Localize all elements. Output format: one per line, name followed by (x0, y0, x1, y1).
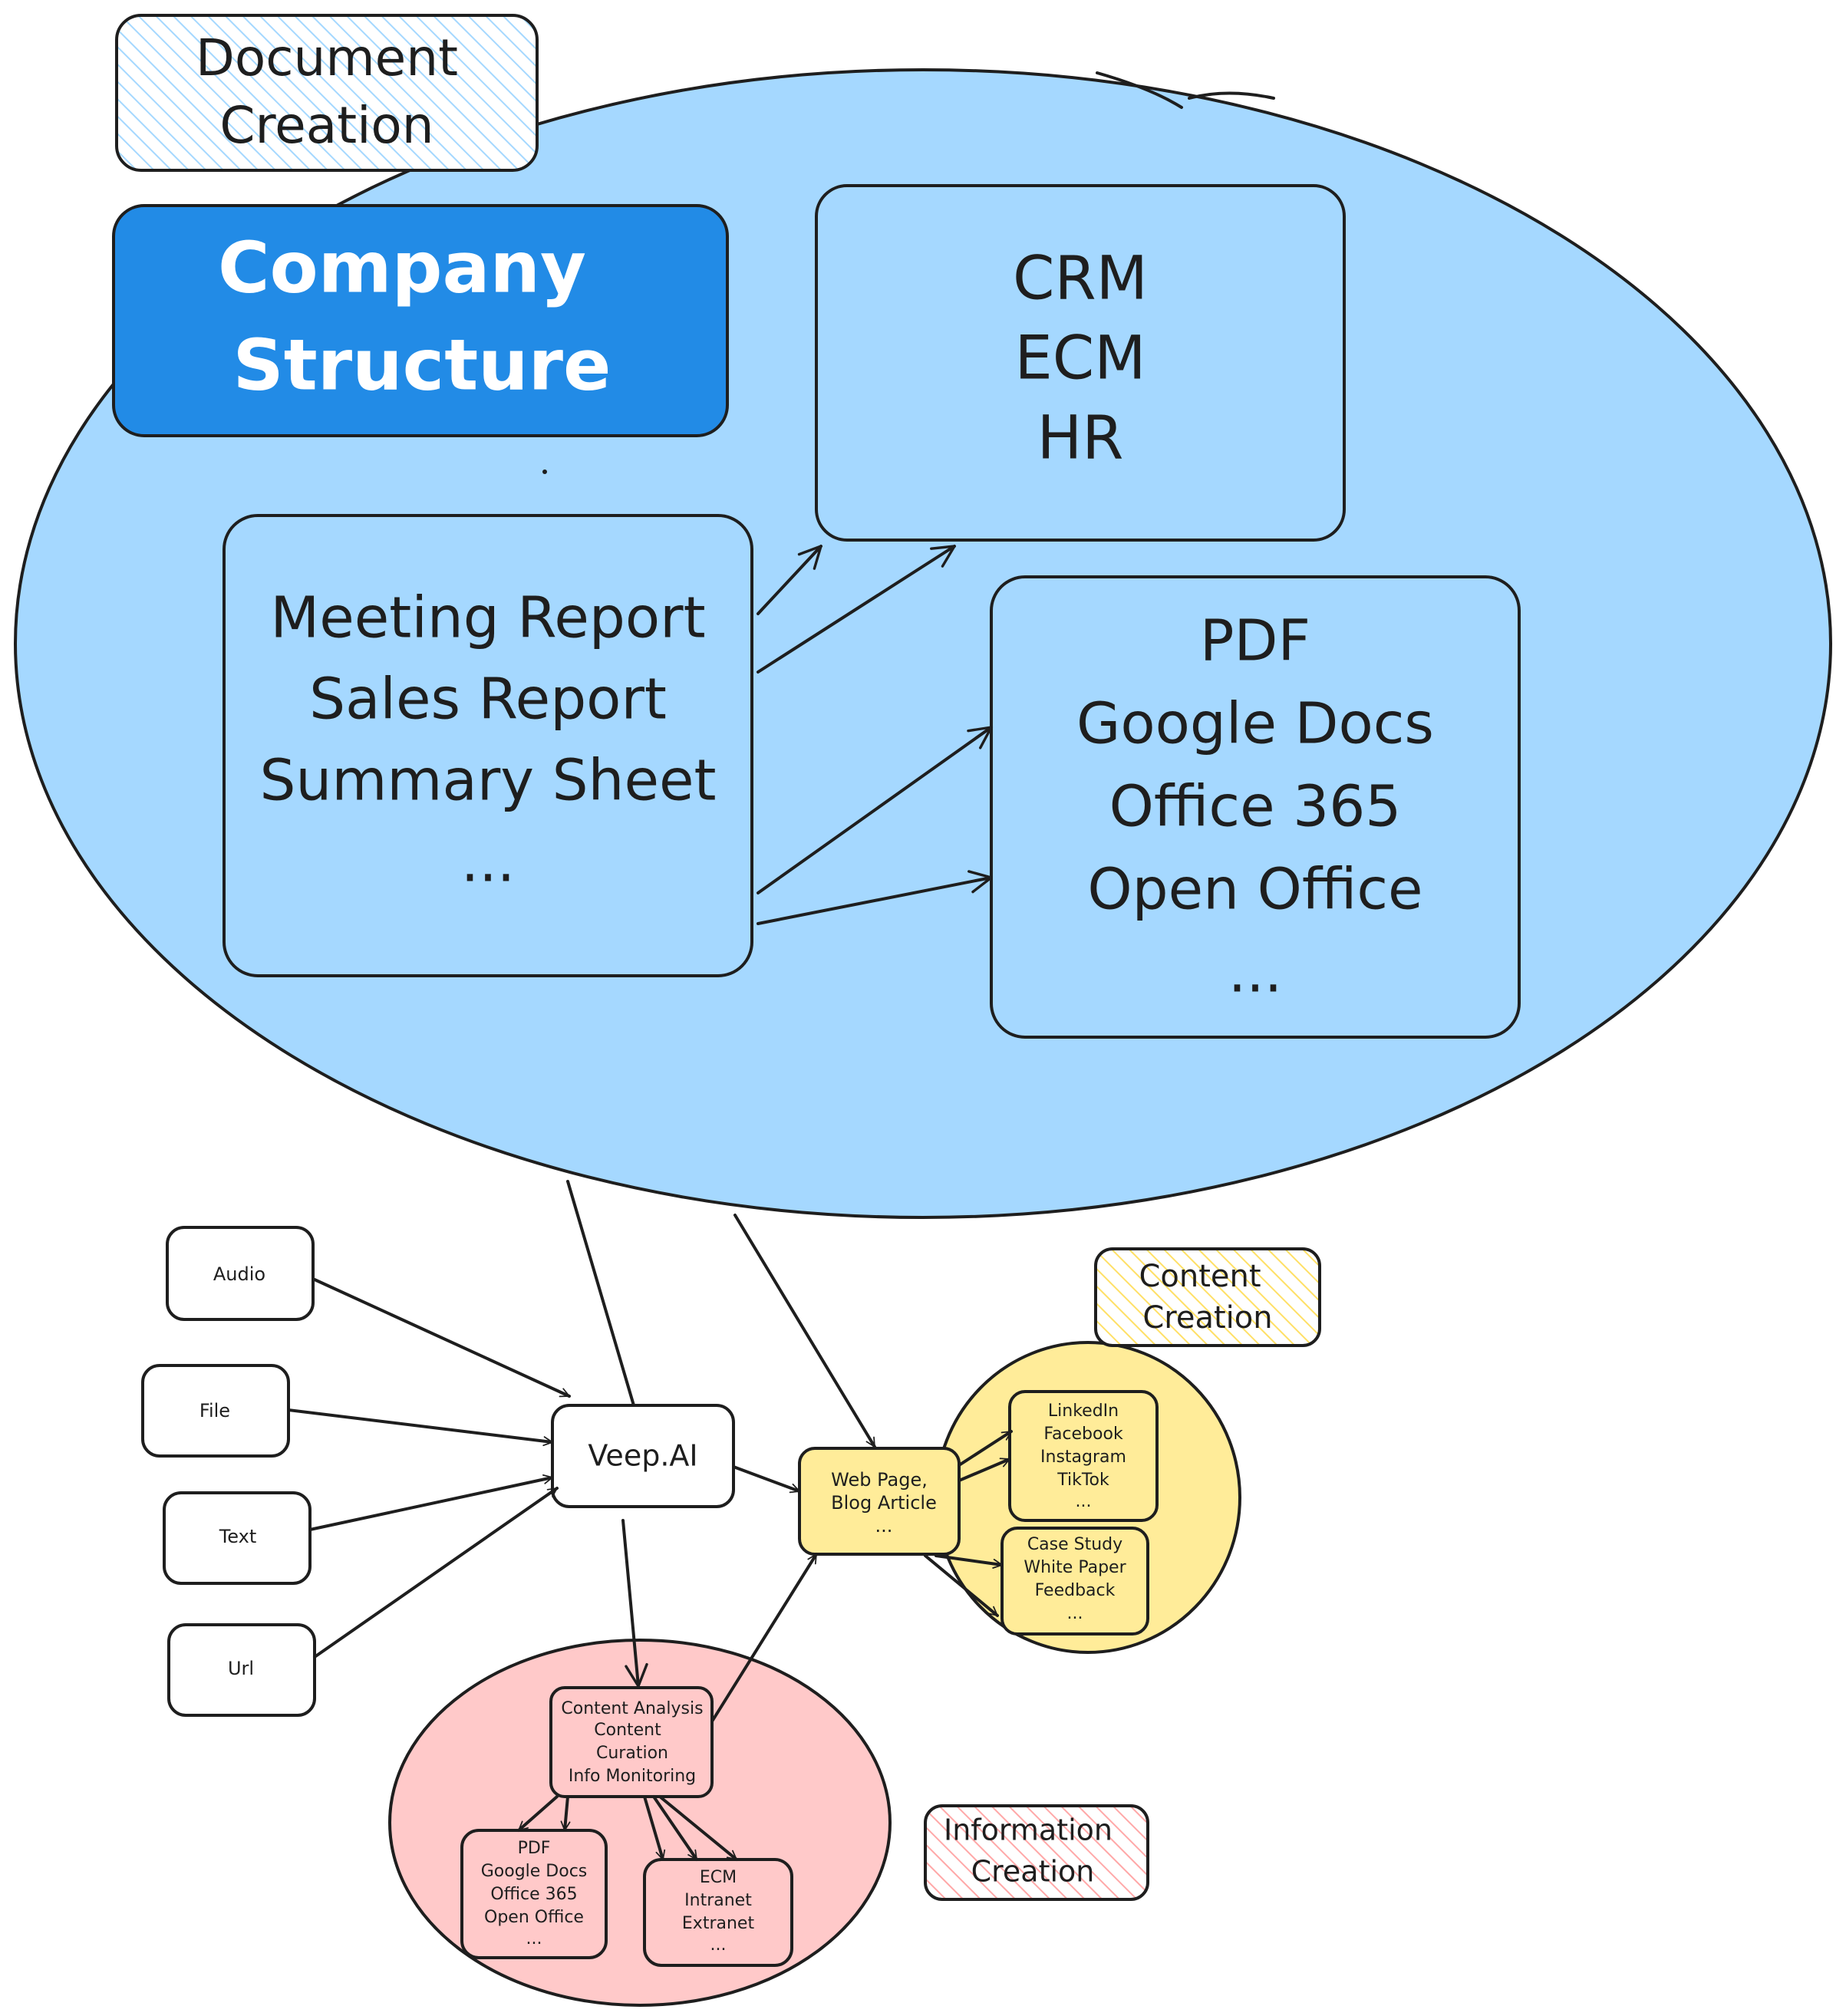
arrow (958, 1430, 1013, 1467)
ecm-intranet-box[interactable]: ECM Intranet Extranet ... (643, 1858, 793, 1967)
arrow (757, 870, 993, 925)
veep-ai-label: Veep.AI (588, 1439, 697, 1473)
case-line: White Paper (1024, 1558, 1126, 1577)
format-line: ... (1228, 940, 1283, 1006)
arrow (924, 1554, 999, 1617)
arrow (313, 1278, 571, 1398)
label-line: Information (944, 1813, 1113, 1847)
label-line: Creation (971, 1855, 1095, 1889)
arrow (643, 1795, 666, 1861)
ecm-label: ECM (1014, 324, 1146, 393)
arrow (710, 1553, 818, 1723)
information-formats-box[interactable]: PDF Google Docs Office 365 Open Office .… (460, 1829, 608, 1959)
input-text-box[interactable]: Text (163, 1491, 312, 1585)
label-line: Document (196, 28, 458, 87)
ecm-line: ... (710, 1935, 727, 1955)
social-line: TikTok (1057, 1471, 1109, 1490)
analysis-line: Info Monitoring (569, 1767, 696, 1786)
arrow (757, 545, 956, 674)
arrow (652, 1795, 698, 1861)
format-line: PDF (1200, 608, 1310, 674)
document-formats-box[interactable]: PDF Google Docs Office 365 Open Office .… (990, 575, 1521, 1039)
case-line: ... (1067, 1604, 1083, 1623)
report-line: Meeting Report (270, 585, 705, 651)
content-creation-label: Content Creation (1094, 1247, 1321, 1347)
blue-arrows (757, 545, 993, 925)
arrow (935, 1554, 1004, 1569)
input-url-box[interactable]: Url (167, 1623, 316, 1717)
report-line: ... (461, 829, 516, 895)
company-structure-line: Structure (233, 324, 611, 406)
stray-dot (542, 469, 547, 474)
analysis-line: Content (594, 1721, 661, 1740)
report-line: Sales Report (309, 667, 667, 733)
info-format-line: ... (526, 1929, 542, 1948)
arrow (658, 1795, 738, 1861)
crm-ecm-hr-box[interactable]: CRM ECM HR (815, 184, 1346, 542)
company-structure-line: Company (218, 226, 586, 308)
lower-arrows (287, 1180, 1013, 1861)
reports-box[interactable]: Meeting Report Sales Report Summary Shee… (223, 514, 753, 977)
ecm-line: Intranet (684, 1891, 752, 1910)
label-line: Creation (219, 96, 433, 155)
arrow (757, 726, 993, 894)
arrow (757, 545, 822, 615)
case-line: Feedback (1035, 1581, 1116, 1600)
format-line: Office 365 (1109, 774, 1402, 840)
case-study-box[interactable]: Case Study White Paper Feedback ... (1000, 1527, 1149, 1636)
ecm-line: Extranet (682, 1914, 755, 1933)
format-line: Open Office (1087, 857, 1422, 923)
crm-label: CRM (1013, 244, 1148, 313)
input-label: Text (219, 1526, 257, 1547)
arrow (958, 1458, 1011, 1482)
arrow (287, 1408, 554, 1447)
info-format-line: PDF (518, 1839, 551, 1858)
social-media-box[interactable]: LinkedIn Facebook Instagram TikTok ... (1008, 1390, 1159, 1522)
input-file-box[interactable]: File (141, 1364, 290, 1458)
report-line: Summary Sheet (259, 748, 716, 814)
hr-label: HR (1037, 404, 1124, 473)
connector (566, 1180, 635, 1407)
social-line: ... (1076, 1492, 1092, 1511)
web-line: ... (875, 1515, 893, 1537)
arrow (732, 1465, 801, 1494)
info-format-line: Open Office (484, 1908, 584, 1927)
web-line: Blog Article (831, 1492, 937, 1514)
information-creation-label: Information Creation (924, 1804, 1149, 1901)
input-label: Url (228, 1658, 254, 1679)
web-line: Web Page, (831, 1469, 928, 1491)
arrow (517, 1795, 559, 1832)
format-line: Google Docs (1076, 691, 1434, 757)
case-line: Case Study (1027, 1535, 1122, 1554)
arrow (733, 1214, 876, 1448)
arrow (560, 1795, 571, 1832)
document-creation-label: Document Creation (115, 14, 539, 172)
label-line: Creation (1142, 1300, 1272, 1336)
input-audio-box[interactable]: Audio (166, 1226, 315, 1321)
social-line: LinkedIn (1048, 1402, 1119, 1421)
arrow (621, 1519, 648, 1688)
label-line: Content (1139, 1259, 1261, 1294)
input-label: Audio (213, 1263, 265, 1285)
arrow (313, 1487, 559, 1659)
info-format-line: Office 365 (490, 1885, 577, 1904)
content-analysis-box[interactable]: Content Analysis Content Curation Info M… (549, 1686, 714, 1798)
info-format-line: Google Docs (481, 1862, 588, 1881)
veep-ai-box[interactable]: Veep.AI (551, 1404, 735, 1508)
analysis-line: Curation (596, 1744, 668, 1763)
arrow (308, 1474, 554, 1531)
social-line: Instagram (1040, 1448, 1126, 1467)
web-page-box[interactable]: Web Page, Blog Article ... (798, 1447, 961, 1556)
analysis-line: Content Analysis (561, 1699, 703, 1718)
input-label: File (199, 1400, 230, 1421)
ecm-line: ECM (700, 1868, 737, 1887)
social-line: Facebook (1043, 1425, 1123, 1444)
company-structure-box[interactable]: Company Structure (112, 204, 729, 437)
